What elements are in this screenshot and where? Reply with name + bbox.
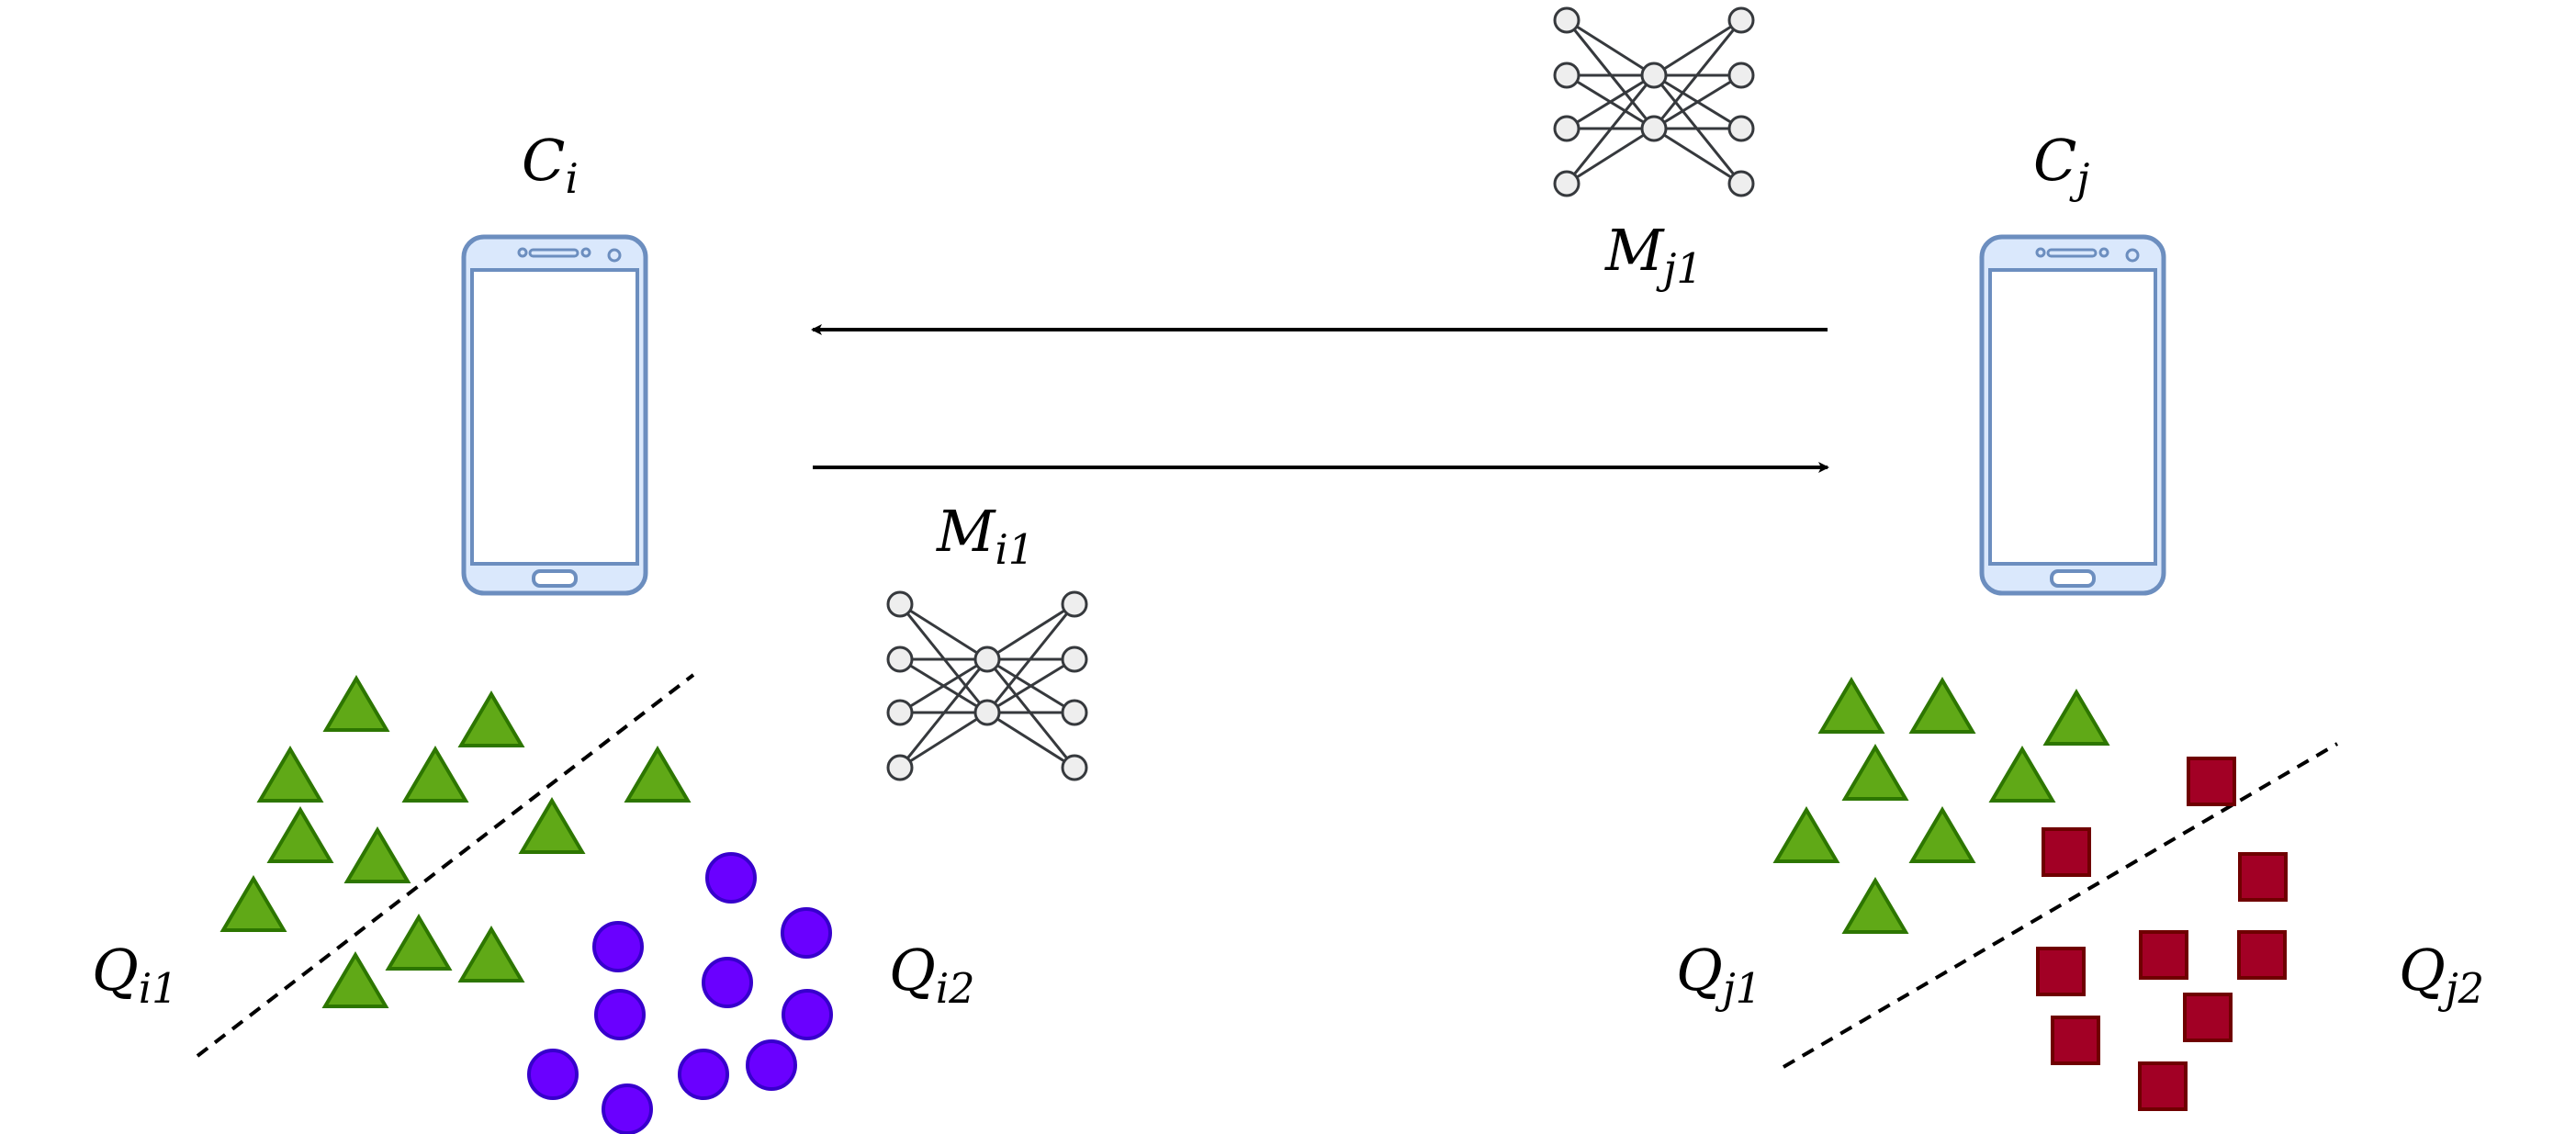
network-edge xyxy=(899,711,988,769)
network-node xyxy=(973,699,1001,726)
model-j-label: Mj1 xyxy=(1604,217,1703,293)
neural-network-icon xyxy=(886,590,1088,781)
network-edge xyxy=(899,657,988,714)
smartphone-icon xyxy=(1979,234,2166,596)
circle-point xyxy=(781,907,832,959)
triangle-point xyxy=(457,926,525,982)
circle-point xyxy=(705,852,757,904)
triangle-point xyxy=(1908,806,1976,863)
smartphone-icon xyxy=(461,234,648,596)
square-point xyxy=(2187,757,2236,806)
triangle-point xyxy=(266,806,334,863)
triangle-point xyxy=(1988,746,2056,803)
network-edge xyxy=(1566,18,1655,77)
neural-network-icon xyxy=(1553,6,1755,197)
triangle-point xyxy=(343,826,411,883)
circle-point xyxy=(602,1083,653,1134)
network-node xyxy=(1553,62,1580,89)
decision-boundary-i xyxy=(196,673,695,1058)
network-node xyxy=(886,590,914,618)
network-node xyxy=(886,699,914,726)
circle-point xyxy=(678,1049,729,1100)
network-node xyxy=(1061,699,1088,726)
square-point xyxy=(2051,1016,2100,1065)
triangle-point xyxy=(1772,806,1840,863)
triangle-point xyxy=(401,746,469,803)
network-edge xyxy=(899,602,988,661)
circle-points-i xyxy=(527,852,833,1134)
triangle-point xyxy=(1908,677,1976,734)
network-edge xyxy=(1566,127,1655,185)
q-j2-label: Qj2 xyxy=(2399,937,2484,1013)
square-point xyxy=(2237,930,2287,980)
network-edge xyxy=(1653,73,1742,130)
triangle-point xyxy=(219,875,287,932)
triangle-point xyxy=(256,746,324,803)
network-node xyxy=(1640,62,1668,89)
network-node xyxy=(1061,590,1088,618)
client-j-label: Cj xyxy=(2033,127,2089,203)
q-i1-label: Qi1 xyxy=(92,937,178,1013)
network-edge xyxy=(1653,18,1742,77)
square-point xyxy=(2183,993,2233,1042)
triangle-point xyxy=(518,797,586,854)
network-node xyxy=(1727,62,1755,89)
q-j1-label: Qj1 xyxy=(1676,937,1761,1013)
square-points-j xyxy=(2036,757,2288,1111)
circle-point xyxy=(746,1039,797,1091)
circle-point xyxy=(782,989,833,1040)
network-node xyxy=(1061,646,1088,673)
triangle-points-j xyxy=(1772,677,2110,934)
triangle-point xyxy=(1841,744,1909,801)
circle-point xyxy=(702,957,753,1008)
network-edge xyxy=(1653,127,1742,185)
client-i-label: Ci xyxy=(522,127,579,203)
circle-point xyxy=(594,989,646,1040)
triangle-point xyxy=(385,914,453,971)
network-edge xyxy=(986,602,1075,661)
square-point xyxy=(2139,930,2188,980)
decision-boundary-j xyxy=(1782,742,2339,1069)
q-i2-label: Qi2 xyxy=(889,937,975,1013)
circle-point xyxy=(592,921,644,972)
model-i-label: Mi1 xyxy=(936,498,1034,574)
network-node xyxy=(1727,115,1755,142)
network-edge xyxy=(1566,73,1655,130)
network-edge xyxy=(986,711,1075,769)
network-node xyxy=(1640,115,1668,142)
network-node xyxy=(973,646,1001,673)
network-node xyxy=(1553,170,1580,197)
network-node xyxy=(1727,170,1755,197)
triangle-point xyxy=(1841,877,1909,934)
triangle-point xyxy=(2042,689,2110,746)
square-point xyxy=(2238,852,2288,902)
triangle-point xyxy=(624,746,692,803)
square-point xyxy=(2042,827,2091,877)
network-node xyxy=(1727,6,1755,34)
triangle-point xyxy=(321,951,389,1008)
circle-point xyxy=(527,1049,579,1100)
network-node xyxy=(1061,754,1088,781)
square-point xyxy=(2138,1061,2188,1111)
network-node xyxy=(1553,6,1580,34)
triangle-points-i xyxy=(219,675,692,1008)
network-node xyxy=(886,754,914,781)
triangle-point xyxy=(457,691,525,747)
triangle-point xyxy=(1817,677,1885,734)
network-edge xyxy=(986,657,1075,714)
triangle-point xyxy=(322,675,390,732)
square-point xyxy=(2036,947,2086,996)
network-node xyxy=(1553,115,1580,142)
network-node xyxy=(886,646,914,673)
